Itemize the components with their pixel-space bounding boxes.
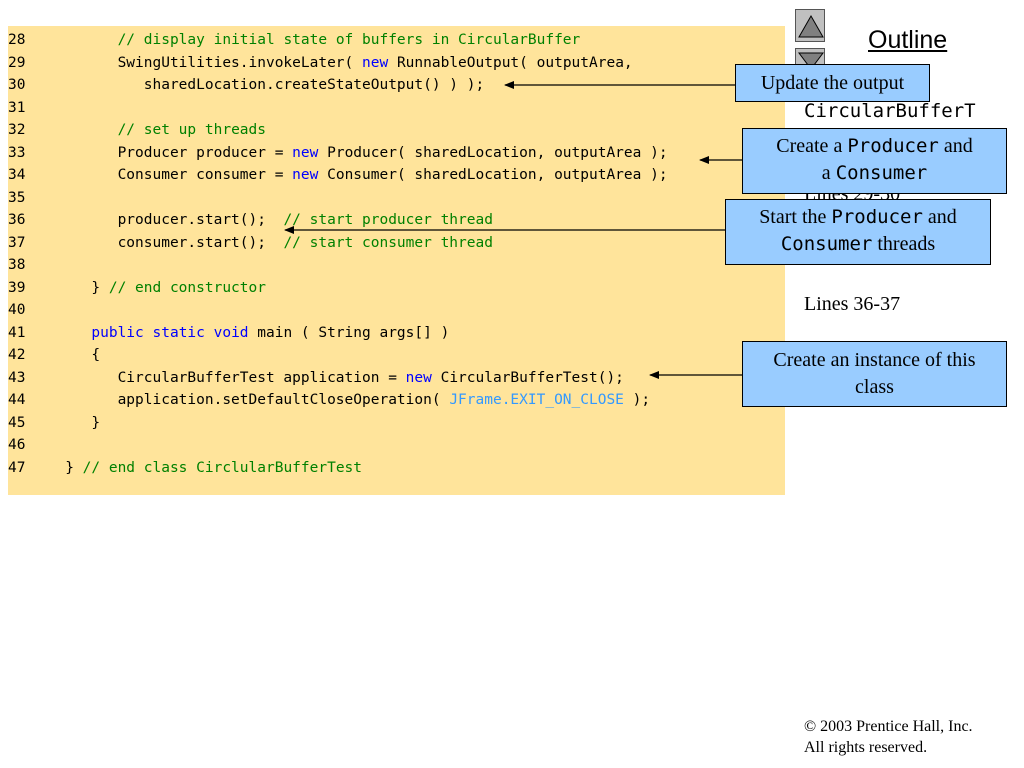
line-number: 31 — [8, 99, 26, 116]
line-number: 33 — [8, 144, 26, 161]
code-line: 40 — [8, 299, 39, 321]
outline-heading[interactable]: Outline — [868, 26, 948, 54]
outline-lines-label: Lines 36-37 — [804, 293, 901, 315]
line-number: 30 — [8, 77, 26, 93]
code-token: CircularBufferTest application = — [39, 369, 406, 386]
line-number: 46 — [8, 437, 26, 453]
code-token: RunnableOutput( outputArea, — [388, 54, 633, 71]
code-token: ); — [623, 392, 651, 408]
callout-start-threads: Start the Producer and Consumer threads — [725, 199, 991, 265]
code-line: 41 public static void main ( String args… — [8, 322, 449, 344]
code-token: new — [292, 144, 319, 161]
triangle-down-icon — [798, 52, 824, 69]
code-token: new — [362, 54, 389, 71]
code-token: // set up threads — [117, 122, 266, 138]
code-token: Consumer consumer = — [39, 167, 293, 183]
code-line: 36 producer.start(); // start producer t… — [8, 209, 493, 231]
next-slide-button[interactable] — [795, 48, 825, 69]
code-token: producer.start(); — [39, 212, 284, 228]
code-token: Producer( sharedLocation, outputArea ); — [318, 144, 668, 161]
code-line: 42 { — [8, 344, 100, 366]
code-line: 29 SwingUtilities.invokeLater( new Runna… — [8, 52, 633, 74]
line-number: 45 — [8, 414, 26, 431]
code-token: { — [39, 347, 101, 363]
callout-update-output: Update the output — [735, 64, 930, 102]
callout-code-consumer: Consumer — [835, 162, 928, 184]
line-number: 29 — [8, 54, 26, 71]
callout-text-line2-pre: a — [821, 162, 836, 184]
line-number: 40 — [8, 302, 26, 318]
code-line: 39 } // end constructor — [8, 277, 266, 299]
callout-text-pre: Start the — [759, 206, 832, 228]
code-token: new — [292, 167, 319, 183]
code-line: 33 Producer producer = new Producer( sha… — [8, 142, 668, 164]
callout-code-producer: Producer — [847, 135, 939, 157]
code-line: 30 sharedLocation.createStateOutput() ) … — [8, 74, 484, 96]
code-token: CircularBufferTest(); — [431, 369, 624, 386]
line-number: 39 — [8, 279, 26, 296]
code-line: 43 CircularBufferTest application = new … — [8, 367, 624, 389]
code-token: // end constructor — [108, 279, 266, 296]
line-number: 28 — [8, 32, 26, 48]
code-token: new — [405, 369, 432, 386]
code-line: 31 — [8, 97, 39, 119]
code-line: 45 } — [8, 412, 100, 434]
callout-create-instance-text: Create an instance of this class — [773, 349, 976, 398]
code-token: } — [39, 414, 101, 431]
code-token: // display initial state of buffers in C… — [117, 32, 581, 48]
line-number: 32 — [8, 122, 26, 138]
code-token: SwingUtilities.invokeLater( — [39, 54, 363, 71]
code-token: } — [39, 279, 109, 296]
line-number: 41 — [8, 324, 26, 341]
code-token: // start producer thread — [283, 212, 493, 228]
callout-text-mid: and — [938, 135, 973, 157]
code-token: Producer producer = — [39, 144, 293, 161]
code-token: consumer.start(); — [39, 234, 284, 251]
code-line: 28 // display initial state of buffers i… — [8, 29, 580, 51]
code-token: // start consumer thread — [283, 234, 493, 251]
code-line: 44 application.setDefaultCloseOperation(… — [8, 389, 650, 411]
callout-create-producer-consumer: Create a Producer and a Consumer — [742, 128, 1007, 194]
code-line: 32 // set up threads — [8, 119, 266, 141]
callout-create-instance: Create an instance of this class — [742, 341, 1007, 407]
triangle-up-icon — [798, 14, 824, 38]
code-token: JFrame.EXIT_ON_CLOSE — [449, 392, 624, 408]
copyright-text: © 2003 Prentice Hall, Inc. — [804, 718, 973, 735]
callout-update-output-text: Update the output — [760, 72, 905, 94]
code-line: 46 — [8, 434, 39, 456]
line-number: 42 — [8, 347, 26, 363]
outline-file-name: CircularBufferT — [804, 100, 976, 122]
code-token: } — [39, 459, 83, 476]
callout-code-consumer: Consumer — [780, 233, 873, 255]
code-token: sharedLocation.createStateOutput() ) ); — [39, 77, 485, 93]
code-line: 38 — [8, 254, 39, 276]
code-token: application.setDefaultCloseOperation( — [39, 392, 450, 408]
line-number: 37 — [8, 234, 26, 251]
callout-text-pre: Create a — [776, 135, 848, 157]
callout-text-mid: and — [922, 206, 957, 228]
code-listing: 28 // display initial state of buffers i… — [8, 26, 785, 495]
code-line: 37 consumer.start(); // start consumer t… — [8, 232, 493, 254]
code-token: main ( String args[] ) — [248, 324, 450, 341]
code-token: public static void — [91, 324, 249, 341]
line-number: 35 — [8, 189, 26, 206]
line-number: 44 — [8, 392, 26, 408]
line-number: 43 — [8, 369, 26, 386]
rights-text: All rights reserved. — [804, 739, 928, 756]
line-number: 34 — [8, 167, 26, 183]
line-number: 38 — [8, 257, 26, 273]
previous-slide-button[interactable] — [795, 9, 825, 42]
callout-text-post: threads — [872, 233, 936, 255]
line-number: 47 — [8, 459, 26, 476]
code-token: // end class CirclularBufferTest — [82, 459, 363, 476]
code-line: 34 Consumer consumer = new Consumer( sha… — [8, 164, 668, 186]
line-number: 36 — [8, 212, 26, 228]
code-line: 47 } // end class CirclularBufferTest — [8, 457, 362, 479]
code-token: Consumer( sharedLocation, outputArea ); — [318, 167, 668, 183]
callout-code-producer: Producer — [831, 206, 923, 228]
code-line: 35 — [8, 187, 39, 209]
